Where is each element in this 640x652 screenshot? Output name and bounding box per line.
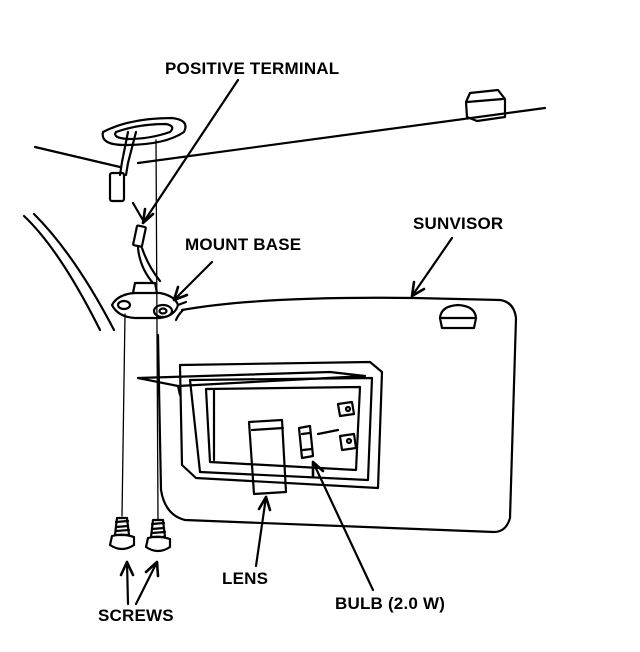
mount-base — [110, 281, 188, 320]
lens — [247, 418, 288, 496]
label-bulb: BULB (2.0 W) — [335, 594, 445, 613]
roof-mount-bracket — [101, 116, 187, 203]
sunvisor-body — [156, 296, 518, 534]
screw-right — [144, 518, 172, 553]
bulb — [297, 424, 315, 460]
lamp-lid — [136, 370, 367, 397]
screw-left — [108, 516, 136, 551]
roof-headliner-lines — [33, 106, 547, 169]
label-lens: LENS — [222, 569, 268, 588]
label-mount-base: MOUNT BASE — [185, 235, 301, 254]
label-screws: SCREWS — [98, 606, 174, 625]
leader-sunvisor — [410, 236, 454, 298]
visor-pad — [438, 303, 478, 330]
leader-screws — [119, 560, 160, 606]
leader-positive-terminal — [141, 78, 240, 225]
label-sunvisor: SUNVISOR — [413, 214, 503, 233]
leader-lens — [254, 495, 272, 568]
leader-bulb — [311, 460, 375, 592]
label-positive-terminal: POSITIVE TERMINAL — [165, 59, 339, 78]
screw-alignment-lines — [121, 139, 159, 521]
visor-clip — [464, 88, 507, 123]
wire-harness — [131, 201, 162, 285]
bulb-socket — [316, 400, 358, 452]
a-pillar-lines — [22, 212, 116, 332]
leader-mount-base — [172, 260, 214, 302]
